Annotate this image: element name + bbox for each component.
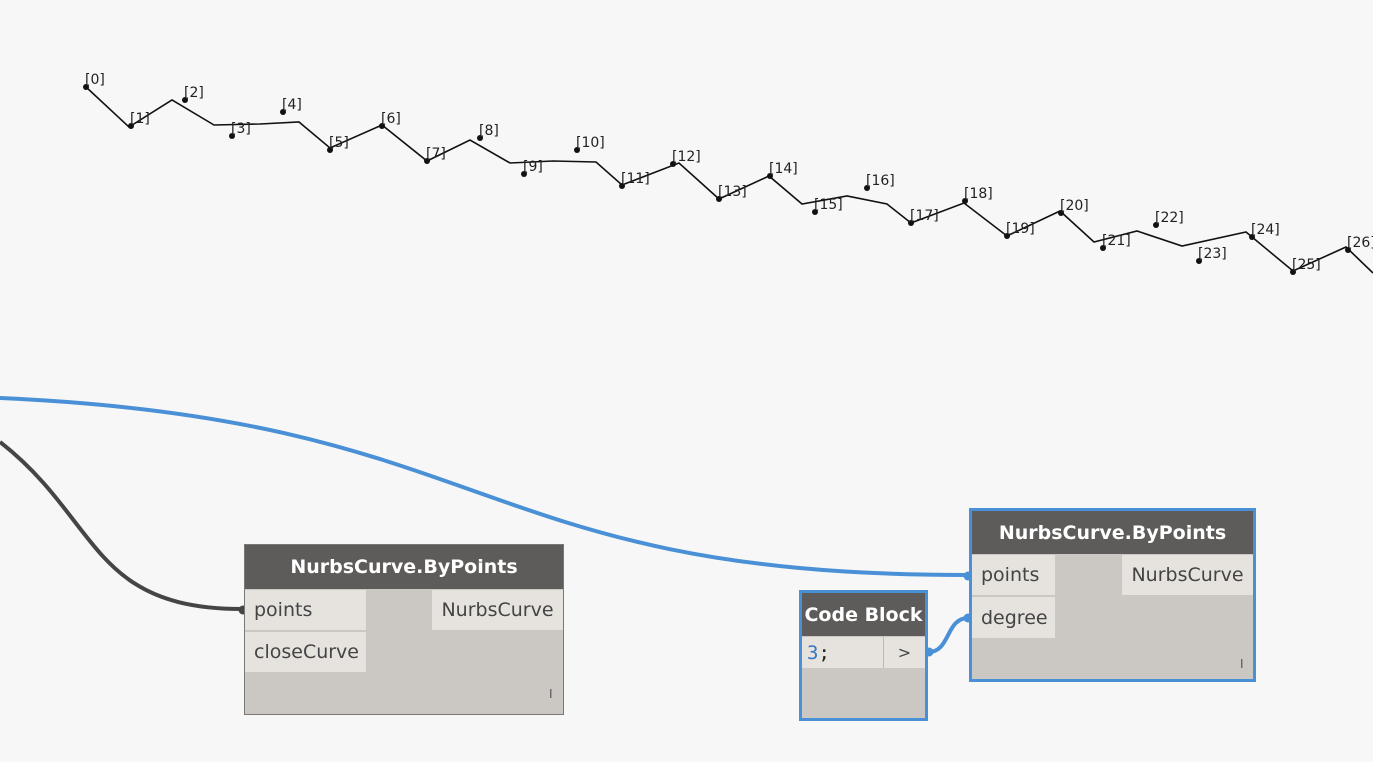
preview-point-18 — [962, 198, 968, 204]
code-terminator: ; — [818, 641, 830, 664]
preview-point-22 — [1153, 222, 1159, 228]
node-title[interactable]: Code Block — [802, 593, 925, 636]
preview-point-label-6: [6] — [381, 111, 401, 127]
nurbs-curve-by-points-node-right[interactable]: NurbsCurve.ByPoints points degree NurbsC… — [969, 508, 1256, 682]
preview-point-21 — [1100, 245, 1106, 251]
node-title[interactable]: NurbsCurve.ByPoints — [972, 511, 1253, 554]
preview-point-label-26: [26] — [1347, 235, 1373, 251]
wire-to-degree[interactable] — [928, 616, 969, 654]
preview-point-label-22: [22] — [1155, 210, 1184, 226]
preview-point-11 — [619, 183, 625, 189]
preview-point-10 — [574, 147, 580, 153]
preview-points: [0] [1] [2] [3] [4] [5] [6] [7] [8] [9] [10] [11] [1… — [83, 72, 1373, 275]
preview-point-4 — [280, 109, 286, 115]
preview-point-16 — [864, 185, 870, 191]
input-port-degree[interactable]: degree — [972, 597, 1055, 638]
preview-point-label-7: [7] — [426, 146, 446, 162]
preview-point-label-25: [25] — [1292, 257, 1321, 273]
preview-point-label-23: [23] — [1198, 246, 1227, 262]
preview-point-label-12: [12] — [672, 149, 701, 165]
input-port-close-curve[interactable]: closeCurve — [245, 632, 366, 672]
node-title[interactable]: NurbsCurve.ByPoints — [245, 545, 563, 589]
preview-point-label-0: [0] — [85, 72, 105, 88]
preview-point-0 — [83, 84, 89, 90]
output-port-nurbs-curve[interactable]: NurbsCurve — [432, 590, 563, 630]
preview-point-2 — [182, 97, 188, 103]
preview-point-label-16: [16] — [866, 173, 895, 189]
preview-point-19 — [1004, 233, 1010, 239]
preview-point-13 — [716, 196, 722, 202]
preview-point-14 — [767, 173, 773, 179]
code-number: 3 — [807, 641, 819, 664]
wire-to-points-left[interactable] — [0, 440, 243, 611]
output-port-nurbs-curve[interactable]: NurbsCurve — [1122, 555, 1253, 595]
preview-point-label-2: [2] — [184, 85, 204, 101]
preview-point-12 — [670, 161, 676, 167]
preview-point-label-3: [3] — [231, 121, 251, 137]
preview-point-label-9: [9] — [523, 159, 543, 175]
preview-point-label-19: [19] — [1006, 221, 1035, 237]
wire-to-points-right[interactable] — [0, 396, 967, 577]
preview-point-label-5: [5] — [329, 135, 349, 151]
output-port-code[interactable]: > — [883, 637, 925, 668]
preview-point-23 — [1196, 258, 1202, 264]
preview-point-label-8: [8] — [479, 123, 499, 139]
input-port-points[interactable]: points — [245, 590, 366, 630]
preview-point-label-17: [17] — [910, 208, 939, 224]
code-block-node[interactable]: Code Block 3; > — [799, 590, 928, 721]
preview-point-7 — [424, 158, 430, 164]
preview-point-label-10: [10] — [576, 135, 605, 151]
preview-point-3 — [229, 133, 235, 139]
preview-point-1 — [128, 123, 134, 129]
preview-point-label-4: [4] — [282, 97, 302, 113]
preview-point-9 — [521, 171, 527, 177]
nurbs-curve-preview — [85, 86, 1373, 274]
preview-point-26 — [1345, 247, 1351, 253]
preview-point-label-13: [13] — [718, 184, 747, 200]
preview-point-6 — [379, 123, 385, 129]
nurbs-curve-by-points-node-left[interactable]: NurbsCurve.ByPoints points closeCurve Nu… — [244, 544, 564, 715]
lacing-indicator[interactable]: I — [1240, 657, 1244, 671]
preview-point-label-14: [14] — [769, 161, 798, 177]
preview-point-17 — [908, 220, 914, 226]
preview-point-5 — [327, 147, 333, 153]
preview-point-label-18: [18] — [964, 186, 993, 202]
preview-point-label-15: [15] — [814, 197, 843, 213]
preview-point-label-24: [24] — [1251, 222, 1280, 238]
preview-point-24 — [1249, 234, 1255, 240]
input-port-points[interactable]: points — [972, 555, 1055, 595]
preview-point-label-20: [20] — [1060, 198, 1089, 214]
lacing-indicator[interactable]: I — [549, 687, 553, 701]
preview-point-label-11: [11] — [621, 171, 650, 187]
code-input-field[interactable]: 3; — [802, 637, 883, 668]
preview-point-label-21: [21] — [1102, 233, 1131, 249]
preview-point-20 — [1058, 210, 1064, 216]
preview-point-label-1: [1] — [130, 111, 150, 127]
preview-point-25 — [1290, 269, 1296, 275]
preview-point-8 — [477, 135, 483, 141]
preview-point-15 — [812, 209, 818, 215]
